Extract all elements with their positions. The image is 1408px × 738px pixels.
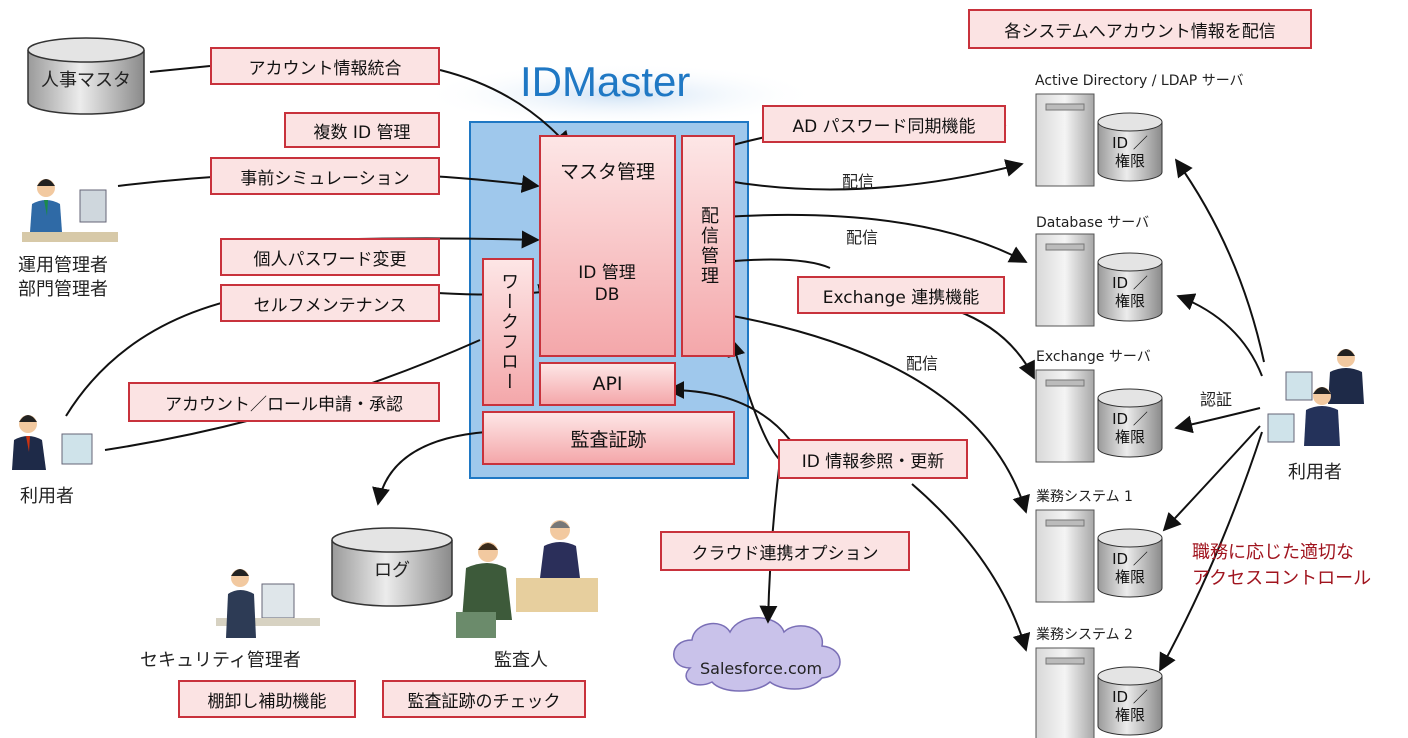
id-db-label-line1: ID 管理 (578, 263, 636, 283)
label-self-maintenance: セルフメンテナンス (220, 284, 440, 322)
operator-label-line1: 運用管理者 (18, 255, 108, 276)
id-db-label: ID 管理 DB (557, 262, 657, 306)
server-group (1035, 93, 1163, 738)
title-glow (420, 63, 820, 127)
label-account-request: アカウント／ロール申請・承認 (128, 382, 440, 422)
id-db-label-line2: DB (594, 285, 620, 305)
operator-label: 運用管理者 部門管理者 (18, 254, 108, 302)
workflow-label: ワークフロー (498, 272, 519, 392)
server-2 (1035, 233, 1163, 327)
hr-master-cylinder (27, 37, 145, 115)
user-right-label: 利用者 (1288, 462, 1342, 483)
label-distribute-all: 各システムへアカウント情報を配信 (968, 9, 1312, 49)
server-name-ad: Active Directory / LDAP サーバ (1035, 73, 1244, 89)
security-admin-label: セキュリティ管理者 (140, 650, 301, 671)
auditor-label: 監査人 (494, 650, 548, 671)
server-db-line2: 権限 (1114, 292, 1145, 310)
server-db-line2: 権限 (1114, 152, 1145, 170)
label-id-reference: ID 情報参照・更新 (778, 439, 968, 479)
label-cloud-option: クラウド連携オプション (660, 531, 910, 571)
operator-label-line2: 部門管理者 (18, 279, 108, 300)
log-label: ログ (374, 560, 410, 581)
server-db-line1: ID ／ (1112, 274, 1148, 292)
server-db-line1: ID ／ (1112, 410, 1148, 428)
idmaster-title: IDMaster (520, 58, 691, 105)
server-db-text-3: ID ／権限 (1098, 410, 1162, 446)
flow-distribute-2: 配信 (846, 228, 879, 247)
label-multi-id: 複数 ID 管理 (284, 112, 440, 148)
server-db-line2: 権限 (1114, 706, 1145, 724)
salesforce-label: Salesforce.com (700, 659, 823, 678)
access-control-line1: 職務に応じた適切な (1192, 542, 1354, 563)
label-audit-check: 監査証跡のチェック (382, 680, 586, 718)
salesforce-cloud (673, 617, 841, 692)
server-5 (1035, 647, 1163, 738)
auditor-figure (456, 520, 598, 638)
audit-trail-box: 監査証跡 (482, 411, 735, 465)
server-name-biz2: 業務システム 2 (1036, 627, 1133, 643)
label-password-change: 個人パスワード変更 (220, 238, 440, 276)
server-db-text-2: ID ／権限 (1098, 274, 1162, 310)
label-ad-password-sync: AD パスワード同期機能 (762, 105, 1006, 143)
server-db-line1: ID ／ (1112, 550, 1148, 568)
distribution-mgmt-box: 配信管理 (681, 135, 735, 357)
master-mgmt-label: マスタ管理 (559, 161, 655, 183)
server-3 (1035, 369, 1163, 463)
label-pre-simulation: 事前シミュレーション (210, 157, 440, 195)
flow-distribute-1: 配信 (842, 172, 875, 191)
user-figure-right (1267, 349, 1364, 446)
log-cylinder (331, 527, 453, 607)
label-inventory-aid: 棚卸し補助機能 (178, 680, 356, 718)
api-box: API (539, 362, 676, 406)
server-1 (1035, 93, 1163, 187)
flow-distribute-3: 配信 (906, 354, 939, 373)
label-account-integration: アカウント情報統合 (210, 47, 440, 85)
access-control-note: 職務に応じた適切な アクセスコントロール (1192, 540, 1371, 592)
user-figure-left (12, 415, 93, 470)
distribution-mgmt-label: 配信管理 (698, 206, 719, 286)
server-4 (1035, 509, 1163, 603)
server-db-line2: 権限 (1114, 568, 1145, 586)
access-control-line2: アクセスコントロール (1192, 568, 1372, 589)
server-name-exchange: Exchange サーバ (1036, 349, 1151, 365)
server-name-database: Database サーバ (1036, 215, 1150, 231)
label-exchange-link: Exchange 連携機能 (797, 276, 1005, 314)
server-db-text-4: ID ／権限 (1098, 550, 1162, 586)
server-db-line1: ID ／ (1112, 688, 1148, 706)
operator-figure (22, 179, 118, 242)
master-mgmt-box: マスタ管理 (539, 135, 676, 357)
hr-master-label: 人事マスタ (41, 70, 131, 91)
security-admin-figure (216, 569, 320, 638)
flow-auth: 認証 (1200, 390, 1233, 409)
user-left-label: 利用者 (20, 486, 74, 507)
server-db-text-1: ID ／権限 (1098, 134, 1162, 170)
server-db-line2: 権限 (1114, 428, 1145, 446)
server-db-line1: ID ／ (1112, 134, 1148, 152)
workflow-box: ワークフロー (482, 258, 534, 406)
server-db-text-5: ID ／権限 (1098, 688, 1162, 724)
server-name-biz1: 業務システム 1 (1036, 489, 1133, 505)
